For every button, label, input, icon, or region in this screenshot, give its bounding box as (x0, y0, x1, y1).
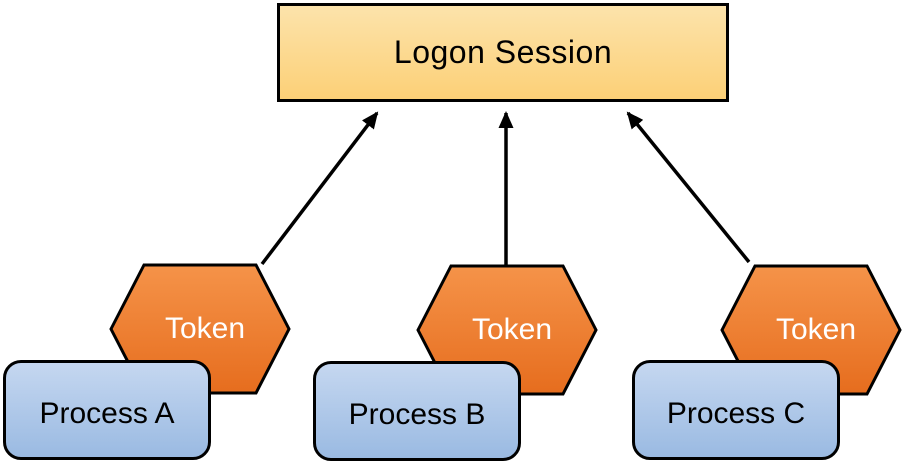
logon-session-label: Logon Session (393, 34, 613, 70)
token-label: Token (471, 313, 553, 346)
process-label: Process A (39, 397, 175, 430)
logon-session-box: Logon Session (277, 3, 729, 102)
token-label: Token (164, 312, 246, 345)
process-label: Process B (348, 398, 486, 431)
process-a-box: Process A (3, 360, 211, 460)
process-label: Process C (666, 397, 806, 430)
process-b-box: Process B (313, 361, 521, 461)
arrow-token-c-to-logon-session (626, 111, 751, 264)
arrow-token-a-to-logon-session (260, 111, 379, 266)
token-label: Token (775, 313, 857, 346)
process-c-box: Process C (632, 360, 840, 460)
